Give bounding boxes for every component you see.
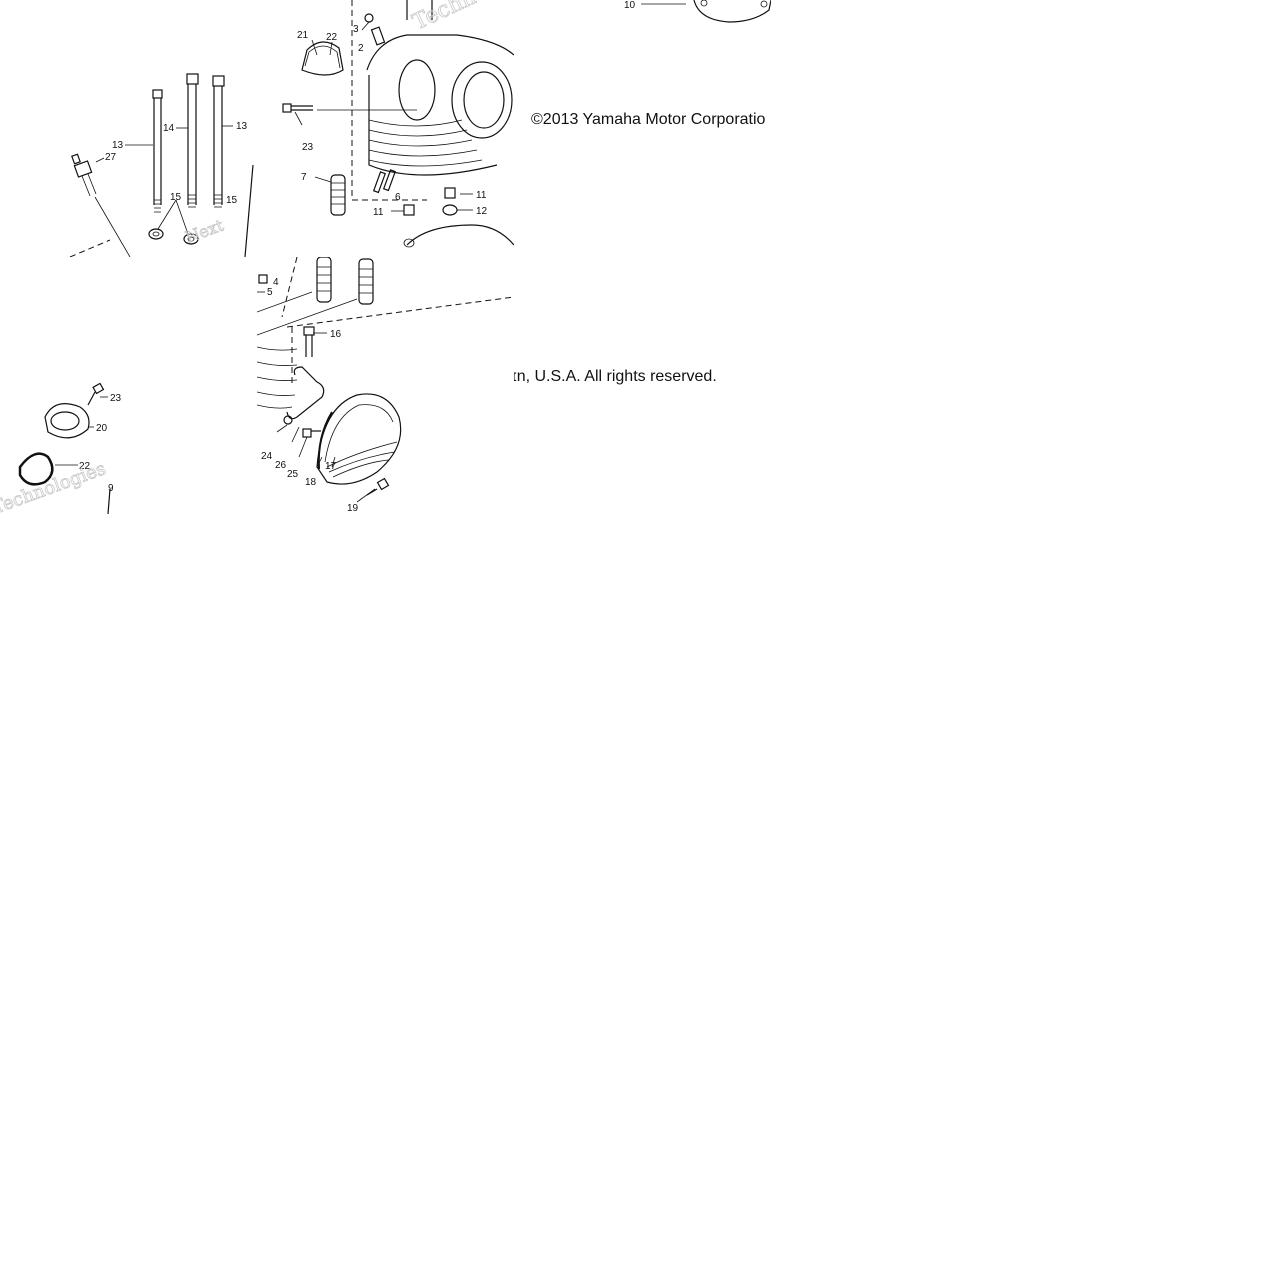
stud-14 — [186, 73, 199, 208]
callout-22: 22 — [326, 32, 338, 43]
diagram-tile-copyright-2: ɪn, U.S.A. All rights reserved. — [514, 257, 771, 514]
callout-15b: 15 — [226, 195, 238, 206]
diagram-tile-side-cover: 4 5 16 24 26 25 18 17 19 — [257, 257, 514, 514]
callout-14: 14 — [163, 123, 175, 134]
callout-25: 25 — [287, 469, 299, 480]
diagram-tile-copyright-1: 10 ©2013 Yamaha Motor Corporatio — [514, 0, 771, 257]
stud-13-left — [152, 89, 163, 213]
pin-2 — [370, 26, 386, 46]
callout-6: 6 — [395, 192, 401, 203]
callout-18: 18 — [305, 477, 317, 488]
bolt-25 — [302, 428, 321, 438]
callout-9: 9 — [108, 483, 114, 494]
diagram-tile-cylinder-head: 21 22 3 2 23 7 6 11 11 12 Techn — [257, 0, 514, 257]
callout-27: 27 — [105, 152, 117, 163]
washer-15-a — [148, 228, 164, 240]
pins-6 — [372, 169, 397, 194]
stud-13-right — [212, 75, 225, 208]
callout-10: 10 — [624, 0, 636, 11]
callout-13b: 13 — [236, 121, 248, 132]
o-ring-22 — [18, 452, 54, 486]
diagram-tile-intake: 23 20 22 9 Technologies — [0, 257, 257, 514]
gasket-10 — [693, 0, 771, 23]
callout-13a: 13 — [112, 140, 124, 151]
callout-11b: 11 — [476, 190, 487, 201]
callout-5: 5 — [267, 287, 273, 298]
callout-23-intake: 23 — [110, 393, 122, 404]
callout-23: 23 — [302, 142, 314, 153]
intake-drawing: 23 20 22 9 Technologies — [0, 382, 122, 514]
callout-4: 4 — [273, 277, 279, 288]
diagram-tile-studs: 13 14 13 15 15 27 Next — [0, 0, 257, 257]
watermark-technologies: Technologies — [0, 458, 109, 514]
head-fins — [257, 346, 298, 409]
washer-15-b — [183, 233, 199, 245]
washer-12 — [442, 204, 458, 216]
copyright-text-part1: ©2013 Yamaha Motor Corporatio — [531, 111, 766, 128]
callout-19: 19 — [347, 503, 359, 514]
dowel-top-b — [358, 258, 374, 305]
callout-2: 2 — [358, 43, 364, 54]
pin-3 — [364, 13, 374, 23]
cylinder-head-body — [366, 0, 514, 176]
callout-15a: 15 — [170, 192, 182, 203]
callout-16: 16 — [330, 329, 342, 340]
gasket-10-drawing: 10 — [624, 0, 771, 23]
bolt-23-intake — [87, 382, 105, 406]
gasket-24 — [286, 366, 325, 420]
callout-3: 3 — [353, 24, 359, 35]
callout-11a: 11 — [373, 207, 384, 218]
callout-24: 24 — [261, 451, 273, 462]
bolt-16 — [303, 326, 315, 357]
callout-26: 26 — [275, 460, 287, 471]
studs-drawing: 13 14 13 15 15 27 Next — [69, 73, 254, 257]
cylinder-head-drawing: 21 22 3 2 23 7 6 11 11 12 Techn — [282, 0, 514, 248]
head-gasket — [406, 224, 514, 246]
dowel-top-a — [316, 257, 332, 303]
bolt-23 — [282, 103, 313, 113]
callout-17: 17 — [325, 461, 337, 472]
intake-flange-20 — [44, 403, 90, 439]
callout-22-intake: 22 — [79, 461, 91, 472]
side-cover-drawing: 4 5 16 24 26 25 18 17 19 — [257, 257, 514, 514]
callout-12: 12 — [476, 206, 488, 217]
watermark-techn: Techn — [409, 0, 480, 35]
callout-7: 7 — [301, 172, 307, 183]
spark-plug-27 — [71, 153, 131, 257]
dowel-7 — [330, 174, 346, 216]
nut-11-b — [444, 187, 456, 199]
callout-20: 20 — [96, 423, 108, 434]
callout-21: 21 — [297, 30, 309, 41]
watermark-next: Next — [183, 215, 227, 246]
nut-11-a — [403, 204, 415, 216]
nut-4 — [258, 274, 268, 284]
copyright-text-part2: ɪn, U.S.A. All rights reserved. — [514, 368, 717, 385]
